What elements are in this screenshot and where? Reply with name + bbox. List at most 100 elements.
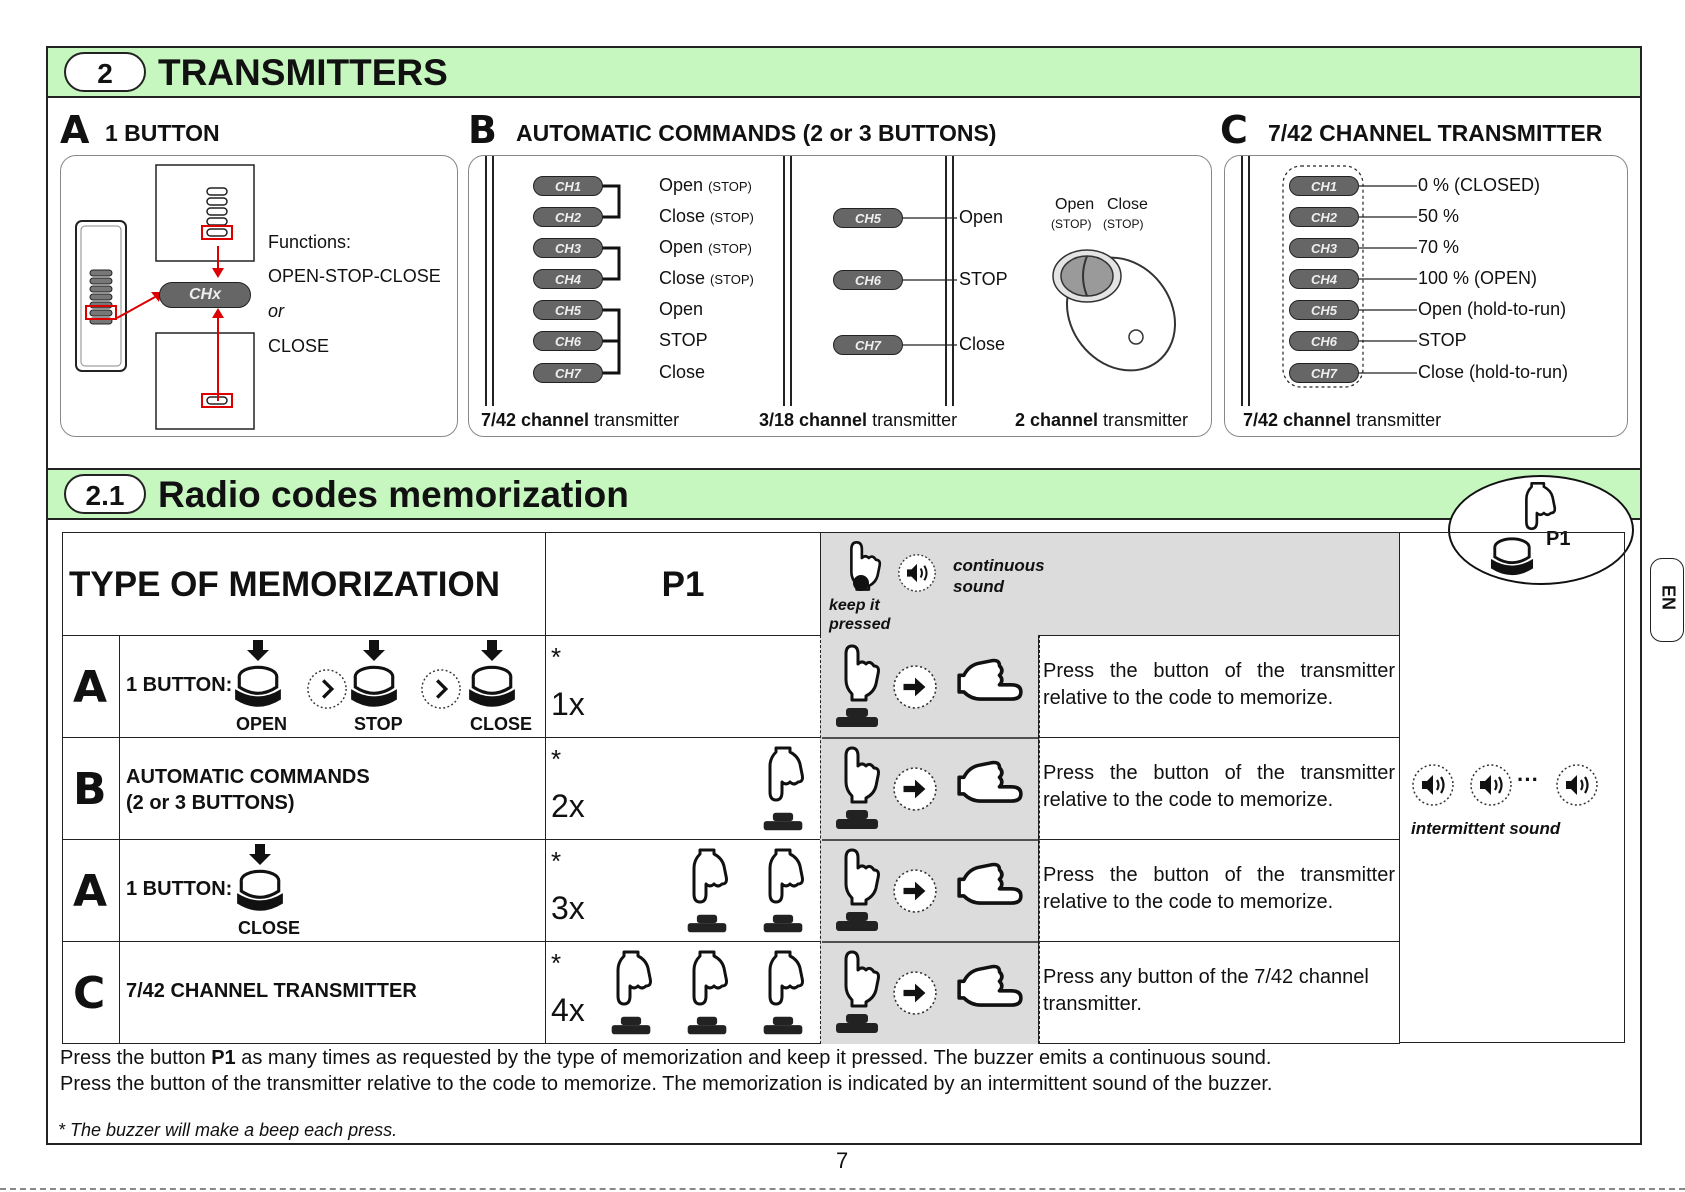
header-continuous: keep it pressed continuous sound: [820, 532, 1400, 636]
function-or: or: [268, 301, 285, 321]
chip-ch7: CH7: [533, 363, 603, 383]
panel-a-letter: A: [60, 108, 90, 152]
transmitter-top-illustration: [155, 164, 255, 262]
row-3-description: Press the button of the transmitter rela…: [1038, 839, 1400, 942]
row-2-p1: * 2x: [545, 737, 821, 840]
b-extra-4: (STOP): [710, 272, 754, 287]
asterisk: *: [551, 846, 562, 876]
action-icons: [822, 644, 1038, 1033]
press-count: 2x: [551, 788, 585, 824]
row-2-letter: B: [62, 737, 120, 840]
chip-ch4: CH4: [533, 269, 603, 289]
p1-badge-label: P1: [1546, 528, 1571, 550]
panel-a: CHx Functions: OPEN-STOP-CLOSE or CLOSE: [60, 155, 458, 437]
down-arrow-icon: [363, 640, 385, 661]
speaker-icon: [897, 553, 937, 593]
section-title: TRANSMITTERS: [158, 52, 448, 93]
keep-pressed-label: keep it pressed: [829, 597, 891, 633]
c-chip-ch2: CH2: [1289, 207, 1359, 227]
row-label: 7/42 CHANNEL TRANSMITTER: [126, 980, 417, 1002]
b-label-6: STOP: [659, 330, 708, 350]
row-1-description: Press the button of the transmitter rela…: [1038, 635, 1400, 738]
press-count: 4x: [551, 992, 585, 1028]
bottom-rule: [0, 1188, 1685, 1192]
chip-ch1: CH1: [533, 176, 603, 196]
panel-c-connector-lines: [1282, 165, 1417, 388]
row-3-p1: * 3x: [545, 839, 821, 942]
description-text: Press the button of the transmitter rela…: [1043, 864, 1395, 913]
row-label-2: (2 or 3 BUTTONS): [126, 792, 295, 814]
b-label-5: Open: [659, 299, 704, 319]
functions-label: Functions:: [268, 232, 352, 252]
continuous-sound-label: continuous sound: [953, 556, 1045, 596]
footer-line-2: Press the button of the transmitter rela…: [60, 1073, 1273, 1095]
language-tab-label: EN: [1658, 584, 1679, 610]
b-label-4: Close: [659, 268, 706, 288]
press-hand-icon: [763, 848, 804, 933]
footer-line-1a: Press the button: [60, 1047, 212, 1069]
row-1-letter: A: [62, 635, 120, 738]
row-label: 1 BUTTON:: [126, 674, 233, 696]
b-label-1: Open: [659, 175, 704, 195]
function-close: CLOSE: [268, 336, 330, 356]
pressed-hand-icon: [850, 540, 882, 591]
panel-c: CH1 CH2 CH3 CH4 CH5 CH6 CH7 0 % (CLOSED)…: [1224, 155, 1628, 437]
header-type-label: TYPE OF MEMORIZATION: [69, 565, 501, 604]
two-channel-remote-illustration: [1052, 249, 1177, 372]
press-hand-icon: [611, 950, 652, 1035]
footer-line-1b: P1: [211, 1047, 236, 1069]
chip-318-ch6: CH6: [833, 270, 903, 290]
c-label-4: 100 % (OPEN): [1418, 268, 1538, 288]
header-type: TYPE OF MEMORIZATION: [62, 532, 546, 636]
row-letter: A: [73, 866, 108, 917]
row-4-p1: * 4x: [545, 941, 821, 1044]
row-2-description: Press the button of the transmitter rela…: [1038, 737, 1400, 840]
c-label-3: 70 %: [1418, 237, 1460, 257]
down-arrow-icon: [249, 844, 271, 865]
chip-ch6: CH6: [533, 331, 603, 351]
panel-b: CH1 CH2 CH3 CH4 CH5 CH6 CH7 Open (STOP) …: [468, 155, 1212, 437]
row-1-type: 1 BUTTON: OPEN STOP CLOSE: [119, 635, 546, 738]
intermittent-column: ··· intermittent sound: [1399, 532, 1625, 1043]
stop-button-icon: [349, 665, 399, 709]
c-chip-ch7: CH7: [1289, 363, 1359, 383]
panel-a-title: 1 BUTTON: [105, 120, 220, 146]
language-tab[interactable]: EN: [1650, 558, 1684, 642]
row-4-type: 7/42 CHANNEL TRANSMITTER: [119, 941, 546, 1044]
press-count: 3x: [551, 890, 585, 926]
chevron-right-icon: [420, 668, 462, 710]
chip-318-ch7: CH7: [833, 335, 903, 355]
page-number: 7: [836, 1148, 849, 1173]
c-label-6: STOP: [1418, 330, 1467, 350]
press-hand-icon: [687, 950, 728, 1035]
c-label-7: Close (hold-to-run): [1418, 362, 1569, 382]
speaker-icon: [1469, 763, 1513, 807]
header-p1-label: P1: [661, 565, 705, 604]
description-text: Press any button of the 7/42 channel tra…: [1043, 966, 1369, 1015]
ellipsis: ···: [1517, 767, 1539, 792]
description-text: Press the button of the transmitter rela…: [1043, 762, 1395, 811]
intermittent-sound-label: intermittent sound: [1411, 819, 1561, 838]
cap-2ch-bold: 2 channel: [1015, 410, 1099, 430]
section-number: 2: [64, 52, 146, 92]
description-text: Press the button of the transmitter rela…: [1043, 660, 1395, 709]
c-label-5: Open (hold-to-run): [1418, 299, 1567, 319]
close-button-icon: [467, 665, 517, 709]
chevron-right-icon: [306, 668, 348, 710]
chip-ch3: CH3: [533, 238, 603, 258]
close-label: CLOSE: [470, 714, 533, 734]
c-chip-ch1: CH1: [1289, 176, 1359, 196]
red-pointer-arrows: [116, 246, 224, 401]
cap-2ch-rest: transmitter: [1098, 410, 1189, 430]
header-p1: P1: [545, 532, 821, 636]
row-label: AUTOMATIC COMMANDS: [126, 766, 370, 788]
panel-b-letter: B: [468, 108, 497, 152]
two-ch-close: Close: [1107, 196, 1148, 213]
b318-label-2: STOP: [959, 269, 1008, 289]
cap-742-bold: 7/42 channel: [481, 410, 590, 430]
two-ch-stop-1: (STOP): [1051, 217, 1092, 231]
section-number: 2.1: [64, 474, 146, 514]
section-21-header: 2.1 Radio codes memorization: [46, 468, 1642, 520]
row-2-type: AUTOMATIC COMMANDS (2 or 3 BUTTONS): [119, 737, 546, 840]
row-3-letter: A: [62, 839, 120, 942]
